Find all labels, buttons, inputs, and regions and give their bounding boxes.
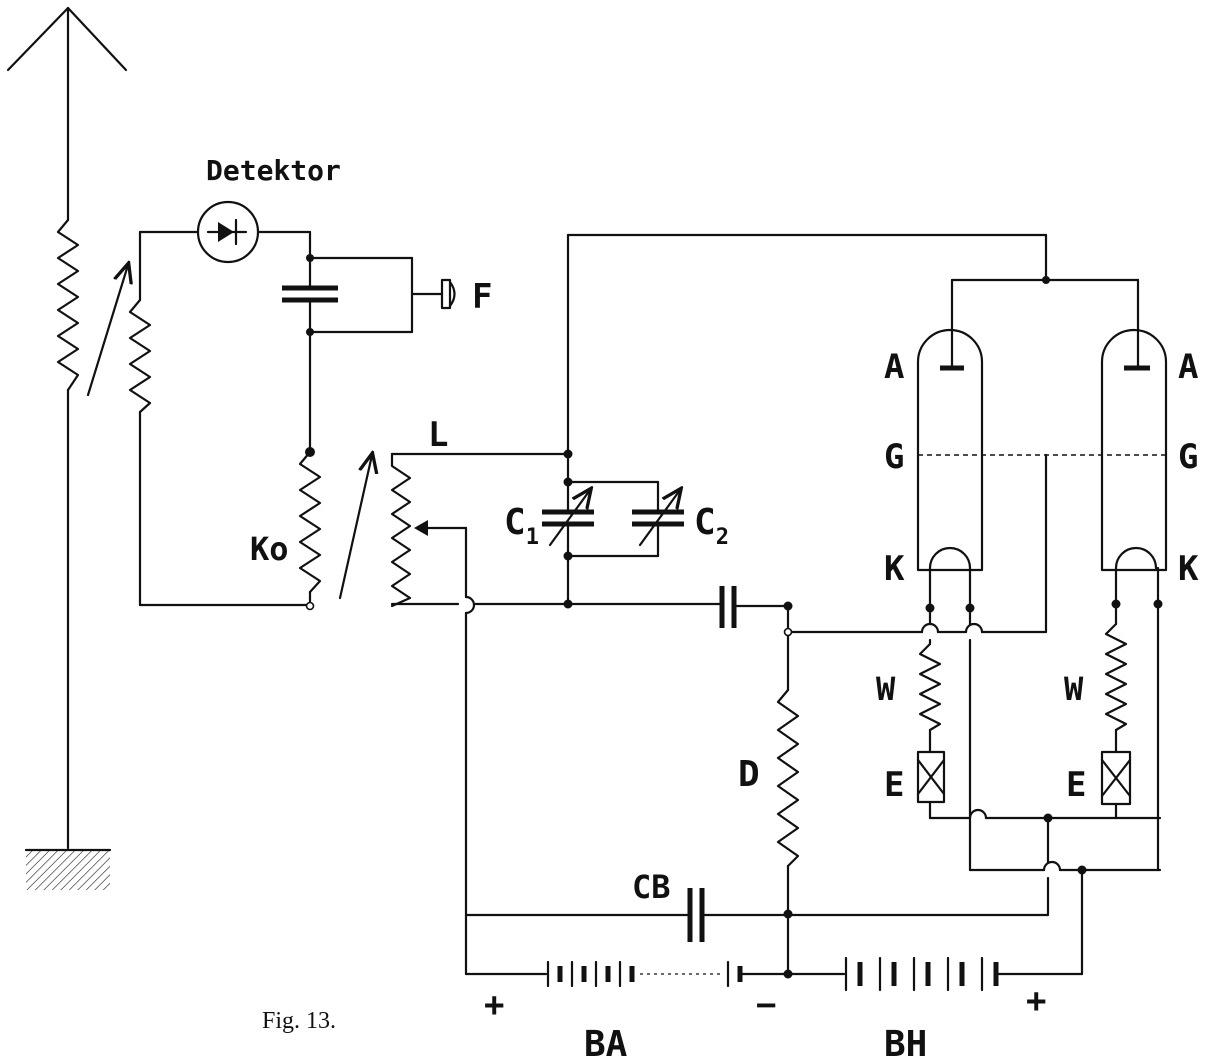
heater-resistor-right [1104,622,1128,732]
ammeter-left-label: E [884,765,904,805]
antenna-resistor [56,218,80,392]
block-capacitor-label: CB [632,868,671,906]
detector-resistor [128,298,152,414]
anode-battery-label: BA [584,1024,628,1064]
resistor-d-label: D [738,754,760,795]
grid-left-label: G [884,437,904,477]
detector-label: Detektor [206,154,341,187]
plus-right-label: + [1026,981,1046,1021]
heater-resistor-right-label: W [1064,670,1084,708]
plus-left-label: + [484,985,504,1025]
ammeter-right-label: E [1066,765,1086,805]
grid-right-label: G [1178,437,1198,477]
antenna-coil-label: Ko [250,530,289,568]
grid-leak-resistor [776,688,800,868]
heater-battery [786,868,1084,992]
cathode-left-label: K [884,549,905,589]
anode-battery [464,913,790,988]
tuning-capacitors [542,449,684,609]
cathode-right-label: K [1178,549,1199,589]
anode-left-label: A [884,347,904,387]
anode-right-label: A [1178,347,1198,387]
tube-right [1100,328,1168,606]
phone-label: F [472,277,492,317]
antenna-coil [298,450,322,594]
figure-caption: Fig. 13. [262,1008,336,1034]
tube-left [916,328,984,610]
c2-label: C2 [694,502,729,550]
heater-resistor-left-label: W [876,670,896,708]
ground-symbol [26,850,110,890]
coupler-label: L [428,415,448,455]
c1-label: C1 [504,502,539,550]
phone-icon [440,278,452,310]
heater-resistor-left [918,642,942,732]
coupling-coil [390,452,570,917]
minus-label: − [756,985,776,1025]
antenna [6,6,128,850]
heater-battery-label: BH [884,1024,927,1064]
detector-circuit [128,200,456,611]
